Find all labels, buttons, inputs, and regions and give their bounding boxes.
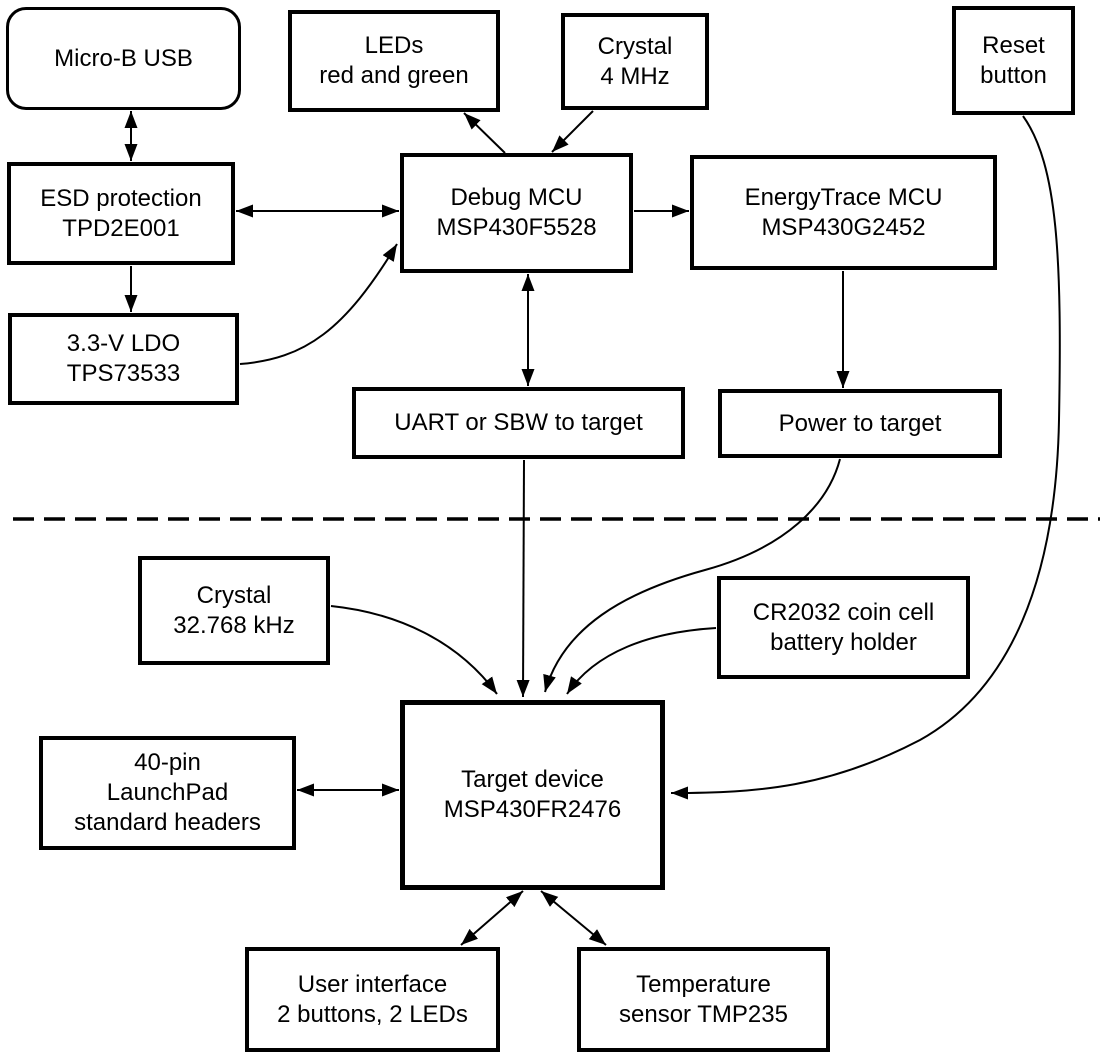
arrow-debug-leds — [463, 112, 506, 154]
arrow-crystal4-debug — [551, 110, 594, 153]
node-reset-button: Reset button — [952, 6, 1075, 115]
node-crystal-32khz: Crystal 32.768 kHz — [138, 556, 330, 665]
node-leds: LEDs red and green — [288, 10, 500, 112]
node-label: EnergyTrace MCU — [744, 183, 943, 211]
node-label: Target device — [461, 766, 604, 793]
node-crystal-4mhz: Crystal 4 MHz — [561, 13, 709, 110]
node-label: red and green — [319, 62, 469, 89]
node-label: User interface — [297, 970, 448, 998]
node-uart-sbw: UART or SBW to target — [352, 387, 685, 459]
node-label: 32.768 kHz — [173, 611, 295, 639]
arrow-crystal32-target-curve — [330, 605, 498, 695]
arrow-cr2032-target-curve — [566, 627, 717, 695]
node-label: TPS73533 — [66, 360, 181, 387]
node-micro-b-usb: Micro-B USB — [6, 7, 241, 110]
arrow-target-userinterface — [460, 890, 524, 946]
arrow-reset-target-curve — [670, 115, 1061, 800]
node-debug-mcu: Debug MCU MSP430F5528 — [400, 153, 633, 273]
node-label: LEDs — [364, 32, 424, 59]
node-label: MSP430FR2476 — [443, 796, 622, 823]
arrow-uart-target — [516, 459, 530, 698]
arrow-ldo-debug-curve — [239, 243, 398, 365]
node-label: LaunchPad — [106, 779, 229, 806]
node-label: Crystal — [597, 32, 673, 60]
node-label: Micro-B USB — [54, 44, 193, 72]
node-energytrace-mcu: EnergyTrace MCU MSP430G2452 — [690, 155, 997, 270]
node-label: CR2032 coin cell — [752, 598, 935, 626]
node-label: battery holder — [770, 628, 917, 656]
node-label: TPD2E001 — [62, 214, 180, 242]
node-label: MSP430G2452 — [761, 213, 926, 241]
node-cr2032-holder: CR2032 coin cell battery holder — [717, 576, 970, 679]
node-launchpad-headers: 40-pin LaunchPad standard headers — [39, 736, 296, 850]
node-label: Crystal — [196, 581, 272, 609]
node-esd-protection: ESD protection TPD2E001 — [7, 162, 235, 265]
node-label: MSP430F5528 — [436, 214, 597, 241]
node-temperature-sensor: Temperature sensor TMP235 — [577, 947, 830, 1052]
node-target-device: Target device MSP430FR2476 — [400, 700, 665, 890]
node-label: sensor TMP235 — [619, 1000, 788, 1028]
node-user-interface: User interface 2 buttons, 2 LEDs — [245, 947, 500, 1052]
node-label: 2 buttons, 2 LEDs — [277, 1000, 468, 1028]
node-power-to-target: Power to target — [718, 389, 1002, 458]
node-label: Debug MCU — [450, 184, 583, 211]
node-ldo: 3.3-V LDO TPS73533 — [8, 313, 239, 405]
node-label: 40-pin — [134, 749, 201, 776]
arrow-power-target-curve — [543, 458, 841, 693]
node-label: standard headers — [74, 809, 261, 836]
node-label: Power to target — [778, 409, 942, 437]
node-label: ESD protection — [40, 184, 202, 212]
arrow-target-tempsensor — [540, 890, 607, 946]
node-label: Reset — [982, 31, 1045, 59]
node-label: 3.3-V LDO — [66, 330, 181, 357]
node-label: Temperature — [636, 970, 771, 998]
node-label: 4 MHz — [600, 62, 670, 90]
node-label: UART or SBW to target — [394, 409, 643, 436]
node-label: button — [980, 61, 1047, 89]
